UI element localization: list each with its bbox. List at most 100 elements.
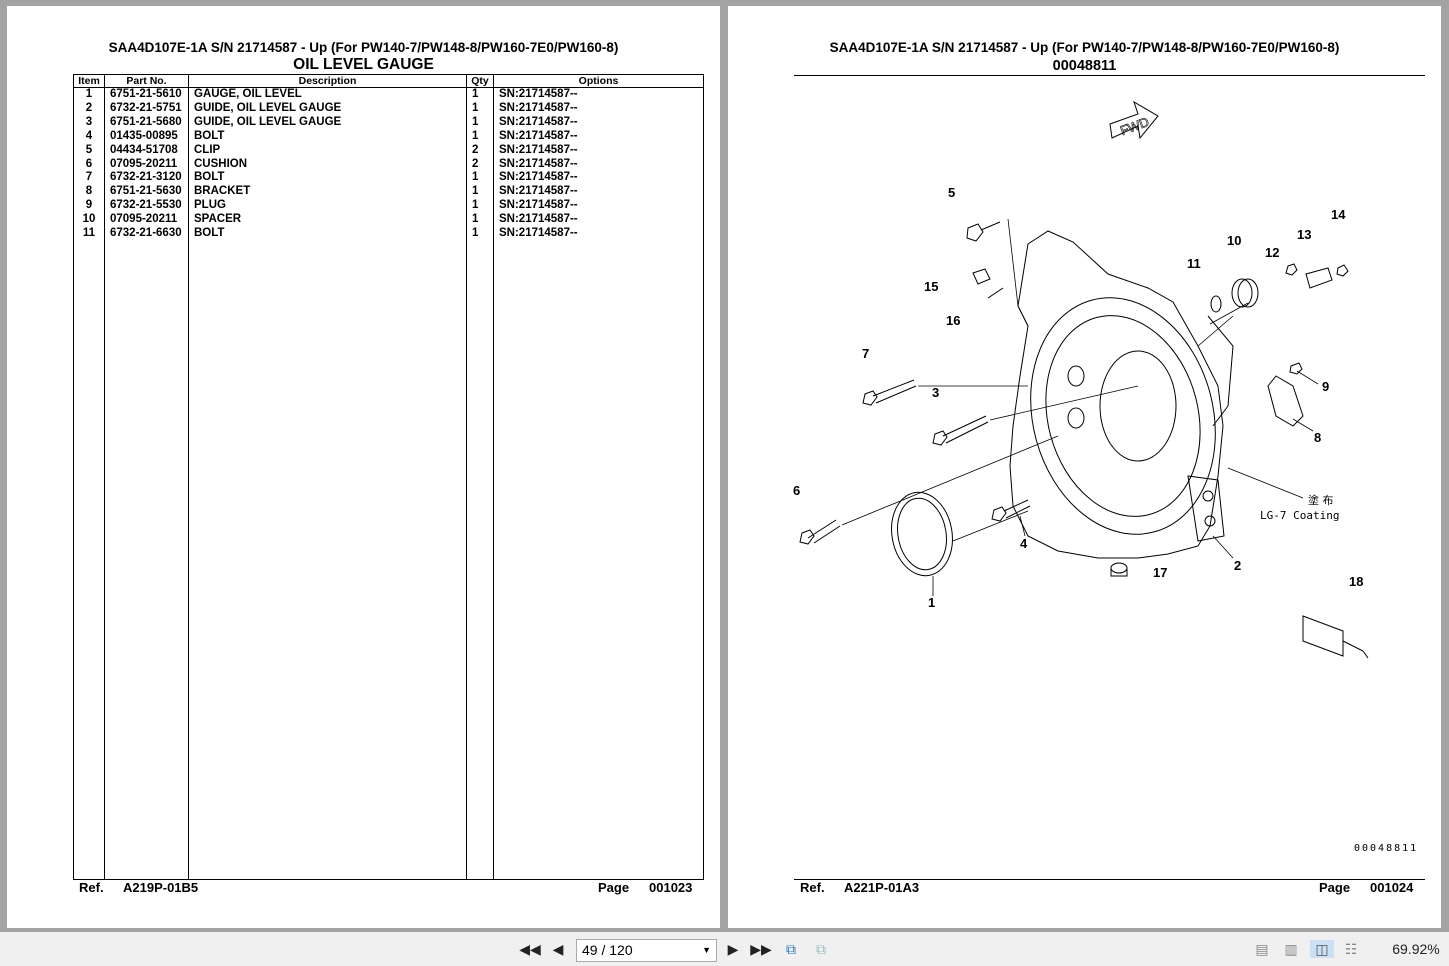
single-page-view-icon[interactable]: ▤ (1255, 940, 1269, 957)
qty-cell: 1 (466, 129, 494, 144)
svg-text:15: 15 (924, 279, 938, 294)
chevron-down-icon[interactable]: ▼ (702, 945, 711, 955)
svg-text:7: 7 (862, 346, 869, 361)
svg-text:6: 6 (793, 483, 800, 498)
part-number-cell: 6751-21-5610 (104, 87, 189, 102)
svg-text:11: 11 (1187, 256, 1201, 271)
qty-cell: 1 (466, 185, 494, 200)
qty-cell: 1 (466, 199, 494, 214)
svg-text:5: 5 (948, 185, 955, 200)
viewer-toolbar: ◀◀ ◀ ▶ ▶▶ ⧉ ⧉ ▤ ▥ ◫ ☷ 69.92% (0, 932, 1449, 966)
svg-text:1: 1 (928, 595, 935, 610)
part-number-cell: 6751-21-5680 (104, 115, 189, 130)
svg-text:4: 4 (1020, 536, 1028, 551)
description-cell: GUIDE, OIL LEVEL GAUGE (188, 115, 467, 130)
leader-lines (841, 218, 1319, 596)
svg-text:16: 16 (946, 313, 960, 328)
part-number-cell: 04434-51708 (104, 143, 189, 158)
description-cell: SPACER (188, 213, 467, 228)
item-cell: 10 (73, 213, 105, 228)
continuous-view-icon[interactable]: ▥ (1284, 940, 1298, 957)
ref-value: A221P-01A3 (844, 880, 920, 895)
qty-cell: 2 (466, 157, 494, 172)
qty-cell: 1 (466, 87, 494, 102)
drawing-number: 00048811 (1354, 843, 1418, 854)
qty-cell: 1 (466, 227, 494, 241)
part-number-cell: 6732-21-5751 (104, 101, 189, 116)
page-selector[interactable]: 49 / 120▼ (576, 939, 717, 962)
page-title: OIL LEVEL GAUGE (293, 56, 434, 73)
coating-label-jp: 塗 布 (1308, 493, 1334, 507)
oil-seal-1 (891, 491, 953, 577)
item-cell: 2 (73, 101, 105, 116)
part-number-cell: 6751-21-5630 (104, 185, 189, 200)
page-number: 001024 (1370, 880, 1414, 895)
page-paste-icon[interactable]: ⧉ (816, 940, 826, 957)
options-cell: SN:21714587-- (493, 115, 704, 130)
right-page: SAA4D107E-1A S/N 21714587 - Up (For PW14… (728, 6, 1441, 928)
svg-text:12: 12 (1265, 245, 1279, 260)
description-cell: BRACKET (188, 185, 467, 200)
options-cell: SN:21714587-- (493, 213, 704, 228)
page-title: 00048811 (1052, 58, 1117, 74)
svg-text:10: 10 (1227, 233, 1241, 248)
column-header: Part No. (104, 74, 189, 88)
bolts (799, 221, 1349, 545)
page-copy-icon[interactable]: ⧉ (786, 940, 796, 957)
svg-text:17: 17 (1153, 565, 1167, 580)
flywheel-housing (1009, 230, 1234, 559)
options-cell: SN:21714587-- (493, 87, 704, 102)
qty-cell: 1 (466, 115, 494, 130)
first-page-icon[interactable]: ◀◀ (519, 940, 541, 957)
description-cell: PLUG (188, 199, 467, 214)
options-cell: SN:21714587-- (493, 143, 704, 158)
previous-page-icon[interactable]: ◀ (552, 940, 564, 957)
two-page-continuous-icon[interactable]: ☷ (1344, 940, 1358, 957)
item-cell: 6 (73, 157, 105, 172)
part-number-cell: 01435-00895 (104, 129, 189, 144)
column-header: Item (73, 74, 105, 88)
left-page: SAA4D107E-1A S/N 21714587 - Up (For PW14… (7, 6, 720, 928)
options-cell: SN:21714587-- (493, 199, 704, 214)
part-number-cell: 6732-21-5530 (104, 199, 189, 214)
svg-text:8: 8 (1314, 430, 1321, 445)
options-cell: SN:21714587-- (493, 171, 704, 186)
svg-text:13: 13 (1297, 227, 1311, 242)
description-cell: GAUGE, OIL LEVEL (188, 87, 467, 102)
svg-text:2: 2 (1234, 558, 1241, 573)
page-label: Page (1319, 880, 1351, 895)
description-cell: CLIP (188, 143, 467, 158)
svg-text:9: 9 (1322, 379, 1329, 394)
description-cell: BOLT (188, 227, 467, 241)
zoom-level[interactable]: 69.92% (1392, 941, 1440, 957)
item-cell: 7 (73, 171, 105, 186)
item-cell: 11 (73, 227, 105, 241)
svg-text:3: 3 (932, 385, 939, 400)
column-header: Description (188, 74, 467, 88)
item-cell: 9 (73, 199, 105, 214)
page-number: 001023 (649, 880, 693, 895)
description-cell: GUIDE, OIL LEVEL GAUGE (188, 101, 467, 116)
next-page-icon[interactable]: ▶ (727, 940, 739, 957)
part-number-cell: 6732-21-3120 (104, 171, 189, 186)
callout-labels: 1 2 3 4 5 6 7 8 9 10 11 12 13 14 15 16 1… (793, 185, 1363, 610)
last-page-icon[interactable]: ▶▶ (750, 940, 772, 957)
two-page-view-icon[interactable]: ◫ (1310, 940, 1334, 958)
ref-label: Ref. (800, 880, 825, 895)
options-cell: SN:21714587-- (493, 227, 704, 241)
ref-label: Ref. (79, 880, 104, 895)
item-cell: 1 (73, 87, 105, 102)
ref-value: A219P-01B5 (123, 880, 199, 895)
column-header: Options (493, 74, 704, 88)
item-cell: 8 (73, 185, 105, 200)
options-cell: SN:21714587-- (493, 157, 704, 172)
qty-cell: 2 (466, 143, 494, 158)
